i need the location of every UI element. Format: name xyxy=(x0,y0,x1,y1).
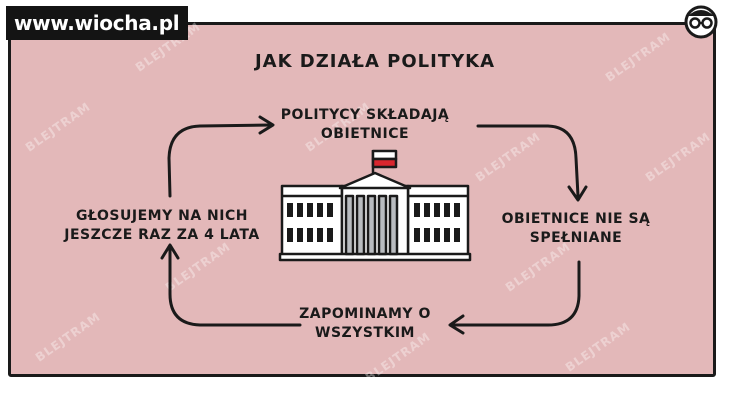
arrow-right-to-bottom xyxy=(451,260,581,327)
node-text-line: WSZYSTKIM xyxy=(315,325,415,341)
node-text-line: POLITYCY SKŁADAJĄ xyxy=(280,107,450,123)
cycle-node-vote-again: GŁOSUJEMY NA NICH JESZCZE RAZ ZA 4 LATA xyxy=(42,207,282,245)
node-text-line: OBIETNICE NIE SĄ xyxy=(501,211,651,227)
diagram-title: JAK DZIAŁA POLITYKA xyxy=(254,51,496,72)
node-text-line: OBIETNICE xyxy=(320,126,410,142)
node-text-line: GŁOSUJEMY NA NICH xyxy=(76,208,248,224)
node-text-line: SPEŁNIANE xyxy=(529,230,623,246)
cycle-node-promises: POLITYCY SKŁADAJĄ OBIETNICE xyxy=(265,106,465,144)
cycle-node-not-fulfilled: OBIETNICE NIE SĄ SPEŁNIANE xyxy=(476,210,676,248)
site-logo[interactable]: www.wiocha.pl xyxy=(6,6,188,40)
node-text-line: JESZCZE RAZ ZA 4 LATA xyxy=(64,227,260,243)
node-text-line: ZAPOMINAMY O xyxy=(299,306,431,322)
glasses-face-icon xyxy=(684,5,718,39)
arrow-top-to-right xyxy=(476,124,580,198)
government-building-icon xyxy=(278,149,472,262)
cycle-node-forget: ZAPOMINAMY O WSZYSTKIM xyxy=(265,305,465,343)
arrow-left-to-top xyxy=(167,123,272,198)
arrow-bottom-to-left xyxy=(168,247,302,327)
